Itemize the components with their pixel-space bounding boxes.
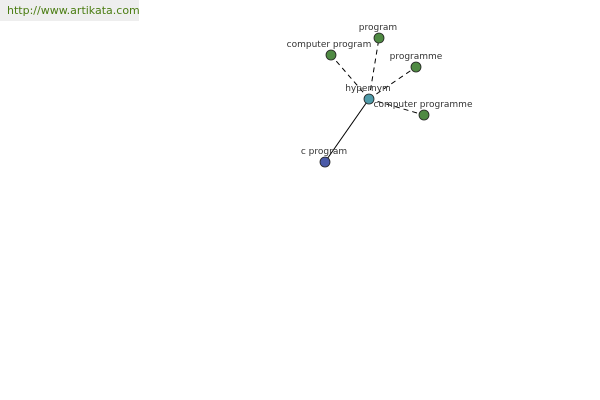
edge-hypernym-program <box>368 37 380 100</box>
node-computer-program[interactable] <box>325 49 337 61</box>
edge-hypernym-programme <box>368 66 417 100</box>
edge-hypernym-computer-program <box>330 54 370 100</box>
node-program[interactable] <box>373 32 385 44</box>
edge-hypernym-computer-programme <box>368 98 425 116</box>
source-url-link[interactable]: http://www.artikata.com <box>7 4 140 17</box>
node-c-program[interactable] <box>319 156 331 168</box>
graph-nodes <box>319 32 430 168</box>
node-hypernym[interactable] <box>363 93 375 105</box>
label-programme[interactable]: programme <box>390 52 443 62</box>
node-programme[interactable] <box>410 61 422 73</box>
graph-labels: program computer program programme compu… <box>287 23 473 157</box>
label-hypernym: hypernym <box>345 84 391 94</box>
edge-hypernym-c-program <box>324 98 370 163</box>
graph-edges <box>324 37 425 163</box>
source-banner: http://www.artikata.com <box>0 0 140 21</box>
label-c-program[interactable]: c program <box>301 147 347 157</box>
label-computer-program[interactable]: computer program <box>287 40 372 50</box>
label-computer-programme[interactable]: computer programme <box>374 100 473 110</box>
label-program[interactable]: program <box>359 23 397 33</box>
node-computer-programme[interactable] <box>418 109 430 121</box>
